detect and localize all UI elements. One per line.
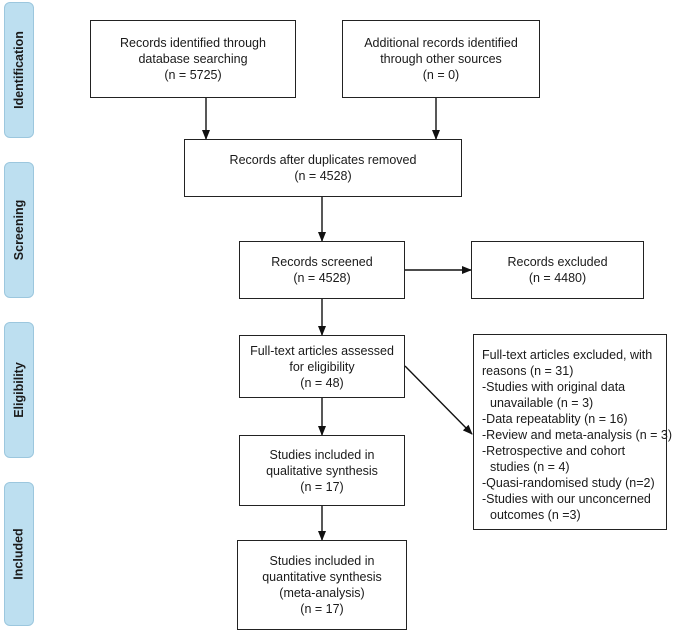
box-text-line: quantitative synthesis (262, 570, 382, 584)
box-other-sources: Additional records identified through ot… (342, 20, 540, 98)
box-text-line: (n = 17) (300, 479, 344, 494)
box-text-line: -Retrospective and cohort (482, 444, 626, 458)
stage-screening: Screening (4, 162, 34, 298)
box-text-line: outcomes (n =3) (490, 508, 581, 522)
box-text-line: (n = 48) (300, 375, 344, 390)
box-text-line: -Studies with our unconcerned (482, 492, 651, 506)
box-records-screened: Records screened (n = 4528) (239, 241, 405, 299)
box-text-line: (n = 4480) (528, 271, 587, 285)
box-text-line: Records screened (271, 255, 373, 269)
box-quantitative-synthesis: Studies included in quantitative synthes… (237, 540, 407, 630)
box-text-line: unavailable (n = 3) (490, 396, 594, 410)
box-fulltext-excluded: Full-text articles excluded, with reason… (473, 334, 673, 530)
box-text-line: Studies included in (269, 554, 375, 568)
stage-eligibility: Eligibility (4, 322, 34, 458)
box-text-line: studies (n = 4) (490, 460, 570, 474)
box-text-line: (n = 5725) (164, 68, 222, 82)
box-text-line: Full-text articles excluded, with (482, 348, 653, 362)
box-text-line: -Data repeatablity (n = 16) (482, 412, 628, 426)
box-text-line: Full-text articles assessed (250, 343, 394, 358)
box-text-line: Studies included in (269, 447, 375, 462)
box-text-line: (n = 0) (422, 68, 460, 82)
box-text-line: Records after duplicates removed (229, 153, 417, 167)
stage-included: Included (4, 482, 34, 626)
box-text-line: Additional records identified (364, 36, 518, 50)
box-text-line: (n = 17) (300, 602, 344, 616)
box-text-line: (n = 4528) (294, 169, 352, 183)
box-text-line: -Review and meta-analysis (n = 3) (482, 428, 673, 442)
box-text-line: Records identified through (120, 36, 266, 50)
stage-identification: Identification (4, 2, 34, 138)
box-qualitative-synthesis: Studies included in qualitative synthesi… (239, 435, 405, 506)
arrow-fulltext-to-excluded (404, 365, 473, 435)
box-database-records: Records identified through database sear… (90, 20, 296, 98)
box-text-line: database searching (138, 52, 248, 66)
box-text-line: qualitative synthesis (266, 463, 378, 478)
box-text-line: -Quasi-randomised study (n=2) (482, 476, 655, 490)
box-text-line: Records excluded (507, 255, 608, 269)
box-records-excluded: Records excluded (n = 4480) (471, 241, 644, 299)
box-text-line: through other sources (380, 52, 502, 66)
box-text-line: -Studies with original data (482, 380, 626, 394)
box-text-line: (meta-analysis) (279, 586, 365, 600)
box-fulltext-assessed: Full-text articles assessed for eligibil… (239, 335, 405, 398)
box-duplicates-removed: Records after duplicates removed (n = 45… (184, 139, 462, 197)
box-text-line: for eligibility (289, 359, 355, 374)
box-text-line: reasons (n = 31) (482, 364, 574, 378)
box-text-line: (n = 4528) (293, 271, 351, 285)
